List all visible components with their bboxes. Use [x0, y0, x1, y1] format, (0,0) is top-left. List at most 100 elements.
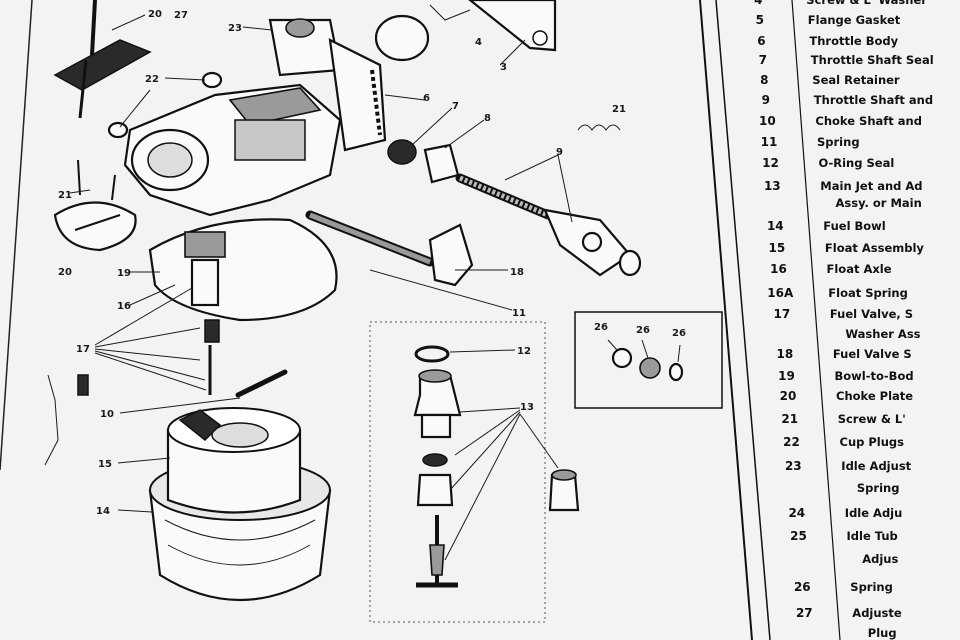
- part-number: 16: [770, 262, 787, 276]
- part-description: Float Assembly: [825, 241, 925, 255]
- part-description: Flange Gasket: [808, 13, 901, 27]
- part-number: 24: [788, 506, 805, 520]
- callout-label: 26: [636, 325, 650, 336]
- inset-box: [574, 311, 723, 409]
- callout-label: 11: [512, 308, 526, 319]
- left-margin-line: [0, 0, 33, 471]
- part-description: Idle Adju: [845, 506, 903, 520]
- part-number: 21: [781, 412, 798, 426]
- choke-plate: [53, 201, 137, 252]
- part-number: 14: [767, 219, 784, 233]
- part-description: Fuel Valve, S: [830, 307, 913, 321]
- part-number: 20: [780, 389, 797, 403]
- flange-gasket: [374, 14, 430, 62]
- part-number: 27: [796, 606, 813, 620]
- fuel-valve-clip: [44, 374, 59, 466]
- column-divider-line: [699, 0, 753, 640]
- parts-list-row: 20 Choke Plate: [780, 389, 914, 403]
- part-number: 8: [760, 73, 768, 87]
- part-number: 18: [777, 347, 794, 361]
- part-description: Fuel Valve S: [833, 347, 912, 361]
- throttle-shaft-seal: [387, 139, 417, 165]
- callout-label: 13: [520, 402, 534, 413]
- seal-retainer: [423, 143, 460, 184]
- parts-list-row: 17 Fuel Valve, S: [774, 307, 913, 321]
- main-jet: [413, 369, 462, 588]
- part-description: Bowl-to-Bod: [835, 369, 914, 383]
- callout-label: 21: [612, 104, 626, 115]
- part-number: 5: [756, 13, 764, 27]
- callout-label: 22: [145, 74, 159, 85]
- main-jet-group-box: [369, 321, 546, 623]
- callout-label: 23: [228, 23, 242, 34]
- part-description: Cup Plugs: [840, 435, 905, 449]
- parts-list-row: 7 Throttle Shaft Seal: [759, 53, 934, 67]
- callout-label: 6: [423, 93, 430, 104]
- throttle-body: [123, 18, 387, 217]
- part-description: Adjus: [862, 552, 898, 566]
- parts-list-row: Plug: [868, 626, 897, 640]
- callout-label: 7: [452, 101, 459, 112]
- callout-label: 21: [58, 190, 72, 201]
- part-number: 16A: [767, 286, 794, 300]
- parts-list-row: 24 Idle Adju: [788, 506, 902, 520]
- part-description: Throttle Shaft Seal: [811, 53, 934, 67]
- part-number: 4: [754, 0, 762, 7]
- part-number: 7: [759, 53, 767, 67]
- fuel-bowl: [148, 407, 332, 602]
- part-description: Idle Tub: [847, 529, 898, 543]
- part-number: 12: [762, 156, 779, 170]
- part-description: Float Axle: [827, 262, 892, 276]
- callout-label: 10: [100, 409, 114, 420]
- parts-list-row: 6 Throttle Body: [757, 34, 898, 48]
- parts-list-row: 8 Seal Retainer: [760, 73, 900, 87]
- callout-label: 16: [117, 301, 131, 312]
- callout-label: 17: [76, 344, 90, 355]
- callout-label: 19: [117, 268, 131, 279]
- part-description: Spring: [817, 135, 860, 149]
- part-description: Choke Shaft and: [815, 114, 922, 128]
- part-description: Screw & L' Washer: [806, 0, 927, 7]
- part-number: 25: [790, 529, 807, 543]
- callout-label: 9: [556, 147, 563, 158]
- callout-label: 3: [500, 62, 507, 73]
- parts-list-row: 26 Spring: [794, 580, 893, 594]
- parts-list-row: 25 Idle Tub: [790, 529, 898, 543]
- inset-cap: [611, 347, 633, 369]
- part-number: 11: [761, 135, 778, 149]
- part-description: Choke Plate: [836, 389, 913, 403]
- part-description: Throttle Body: [809, 34, 898, 48]
- callout-label: 26: [672, 328, 686, 339]
- inset-seal: [668, 362, 684, 382]
- parts-list-row: Assy. or Main: [836, 196, 922, 210]
- part-description: Spring: [850, 580, 893, 594]
- part-number: 10: [759, 114, 776, 128]
- float-axle: [235, 369, 288, 398]
- throttle-shaft: [455, 173, 642, 277]
- callout-label: 18: [510, 267, 524, 278]
- part-description: Plug: [868, 626, 897, 640]
- callout-label: 14: [96, 506, 110, 517]
- cup-plug: [107, 121, 129, 139]
- parts-list-row: 18 Fuel Valve S: [777, 347, 912, 361]
- o-ring-seal: [414, 345, 450, 363]
- part-description: Main Jet and Ad: [820, 179, 922, 193]
- table-column-line: [791, 0, 841, 640]
- callout-label: 8: [484, 113, 491, 124]
- part-number: 9: [762, 93, 770, 107]
- part-description: Seal Retainer: [812, 73, 900, 87]
- part-number: 17: [774, 307, 791, 321]
- part-number: 6: [757, 34, 765, 48]
- part-description: Idle Adjust: [841, 459, 911, 473]
- callout-labels: 20 27 23 22 6 7 8 9 4 3 21 21 20 19 16 1…: [58, 9, 686, 517]
- parts-list-row: Spring: [857, 481, 900, 495]
- part-number: 26: [794, 580, 811, 594]
